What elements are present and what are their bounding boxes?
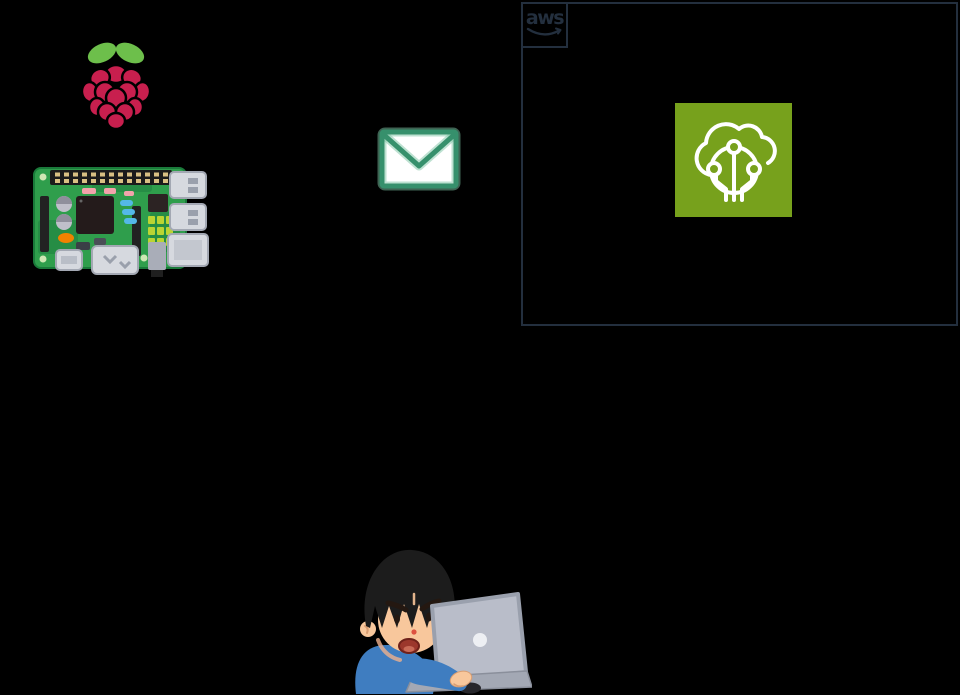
aws-smile-icon — [526, 27, 561, 36]
soc-chip — [76, 196, 114, 234]
aws-cloud-frame: aws — [521, 2, 958, 326]
bottom-ports — [55, 242, 166, 277]
raspberry-pi-board-illustration — [32, 158, 212, 280]
dark-components — [76, 238, 106, 250]
laptop-logo-dot — [473, 633, 487, 647]
hand — [449, 670, 473, 688]
usb-port-details — [174, 178, 202, 260]
orange-component — [58, 233, 74, 243]
small-chip — [148, 194, 168, 212]
capacitors — [56, 196, 72, 230]
eyes — [394, 612, 432, 624]
arm — [399, 658, 467, 692]
raspberry-berry — [80, 63, 152, 131]
aws-iot-core-svg — [675, 103, 792, 217]
envelope-svg — [377, 127, 461, 191]
aws-logo-badge: aws — [521, 2, 568, 48]
gpio-header — [50, 170, 172, 185]
raspberry-pi-logo-svg — [80, 42, 152, 131]
cheek-shade — [376, 638, 402, 662]
connector-left — [40, 196, 49, 252]
message-envelope-icon — [376, 125, 462, 193]
aws-iot-core-icon — [675, 103, 792, 217]
eyebrows — [385, 598, 442, 613]
developer-at-laptop-illustration — [348, 542, 532, 694]
blue-components — [120, 200, 137, 224]
pink-components — [82, 188, 134, 196]
raspberry-pi-logo-icon — [80, 40, 152, 132]
raspberry-pi-board-svg — [33, 167, 209, 277]
nose — [411, 629, 417, 635]
envelope-outline — [379, 129, 459, 189]
iot-circuit-nodes — [706, 139, 762, 177]
developer-svg — [355, 549, 532, 694]
raspberry-leaves — [87, 42, 145, 64]
aws-logo-text: aws — [525, 7, 565, 29]
mouth — [398, 638, 420, 654]
ear — [360, 621, 376, 637]
